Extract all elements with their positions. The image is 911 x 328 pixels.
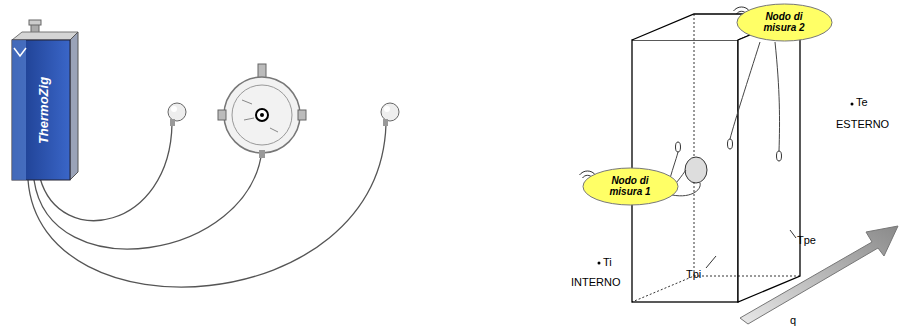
sensor-wire <box>668 42 780 196</box>
wall-sensor <box>676 139 782 183</box>
brand-label: ThermoZig <box>36 76 51 143</box>
measure-node-ellipse: Nodo di misura 1 <box>582 167 679 206</box>
wall-element <box>632 14 800 302</box>
flux-label: q <box>790 314 796 326</box>
temperature-label: Ti <box>603 256 612 268</box>
thermozig-device <box>12 20 78 180</box>
temperature-label: Te <box>856 96 868 108</box>
wire <box>28 124 386 287</box>
heat-flux-plate <box>218 64 306 158</box>
measure-node-ellipse: Nodo di misura 2 <box>736 3 833 42</box>
region-label: INTERNO <box>571 276 621 288</box>
temperature-label: Tpi <box>686 268 701 280</box>
point-dot <box>598 103 854 265</box>
node-label: Nodo di misura 2 <box>753 11 815 34</box>
region-label: ESTERNO <box>836 118 889 130</box>
node-label: Nodo di misura 1 <box>599 175 661 198</box>
temperature-label: Tpe <box>797 234 816 246</box>
leader-line <box>706 230 796 268</box>
